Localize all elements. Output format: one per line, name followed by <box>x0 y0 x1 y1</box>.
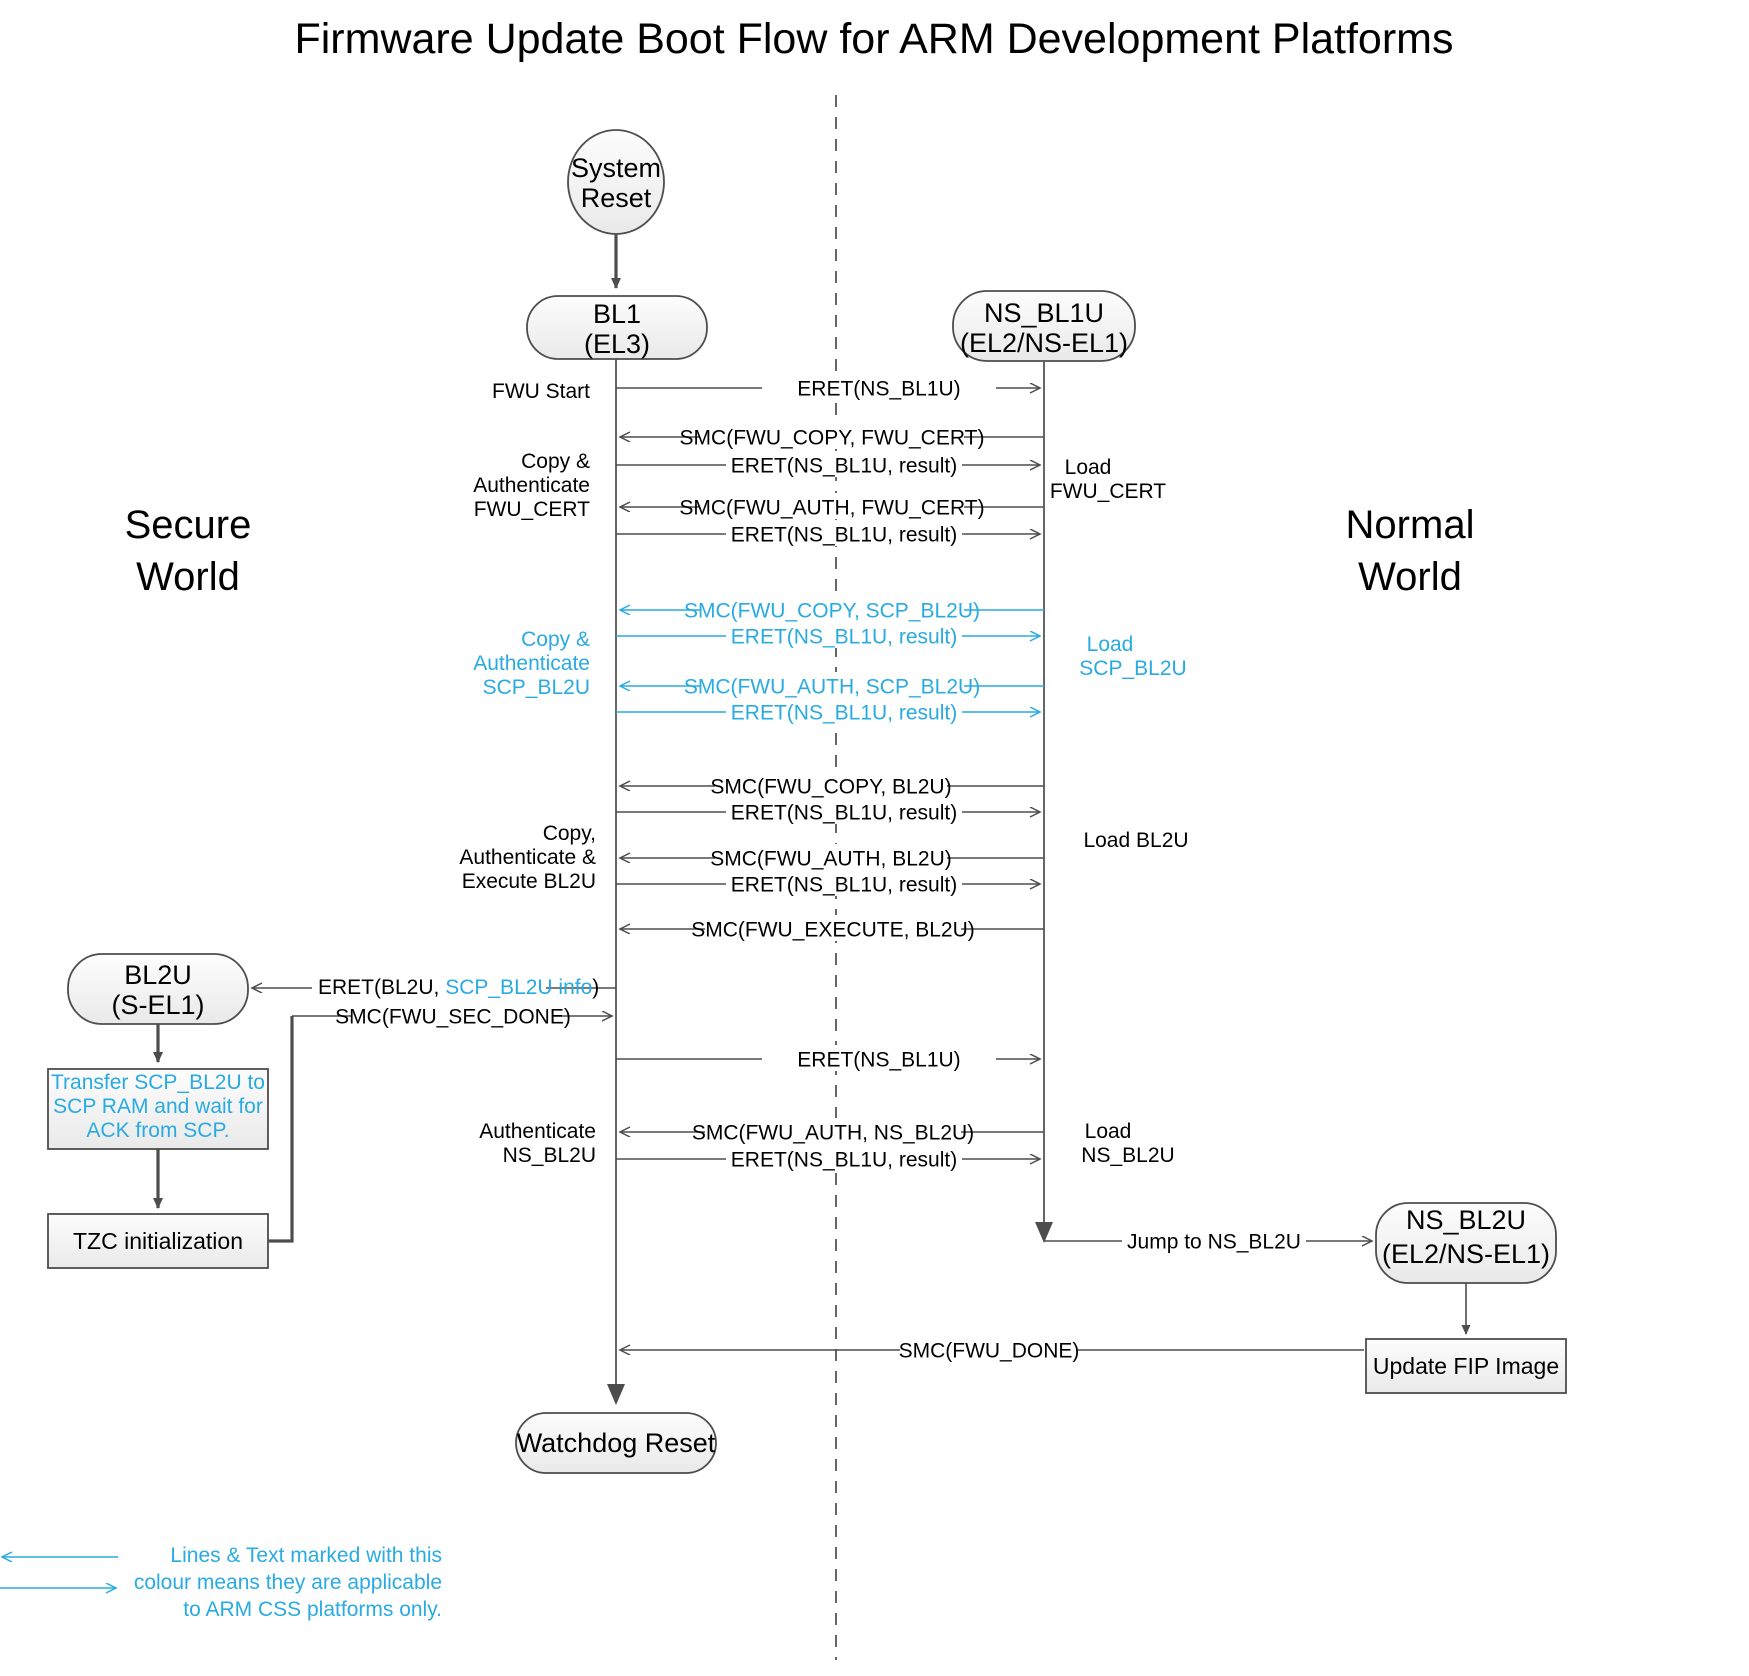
message-label-m6: SMC(FWU_COPY, SCP_BL2U) <box>684 600 980 623</box>
annotation-copy-auth-fwu-cert-line1: Copy & <box>521 450 590 473</box>
annotation-copy-auth-fwu-cert-line2: Authenticate <box>473 474 590 497</box>
edge-tzc-to-fwu-sec-done <box>268 1016 294 1243</box>
annotation-authenticate-ns-bl2u-line1: Authenticate <box>479 1120 596 1143</box>
message-label-m5: ERET(NS_BL1U, result) <box>731 524 957 547</box>
normal-world-label-line2: World <box>1358 555 1462 599</box>
legend-text-line1: Lines & Text marked with this <box>170 1544 442 1567</box>
annotation-authenticate-ns-bl2u-line2: NS_BL2U <box>503 1144 596 1167</box>
message-label-bg-m16 <box>352 1002 554 1028</box>
node-bl2u-line2: (S-EL1) <box>111 990 204 1020</box>
process-box-tzc-init-label: TZC initialization <box>73 1228 243 1254</box>
message-label-m2: SMC(FWU_COPY, FWU_CERT) <box>680 427 985 450</box>
lifeline-bl1-endcap <box>607 1384 625 1405</box>
process-box-transfer-scp-line2: SCP RAM and wait for <box>53 1095 263 1118</box>
message-label-bg-m5 <box>726 520 962 546</box>
message-label-m8: SMC(FWU_AUTH, SCP_BL2U) <box>684 676 980 699</box>
secure-world-label-line1: Secure <box>125 503 252 547</box>
message-label-m15: ERET(BL2U, SCP_BL2U info) <box>318 976 599 999</box>
annotation-copy-auth-exec-bl2u-line2: Authenticate & <box>459 846 596 869</box>
annotation-load-scp-bl2u-line1: Load <box>1087 633 1134 656</box>
message-label-bg-m7 <box>726 622 962 648</box>
message-label-bg-m1 <box>762 374 996 400</box>
page-title: Firmware Update Boot Flow for ARM Develo… <box>294 15 1453 63</box>
node-ns-bl1u-line2: (EL2/NS-EL1) <box>960 328 1128 358</box>
node-system-reset-line2: Reset <box>581 183 652 213</box>
message-label-bg-m15 <box>312 974 546 1000</box>
node-watchdog-reset[interactable] <box>515 1412 717 1474</box>
message-label-m21: SMC(FWU_DONE) <box>899 1340 1080 1363</box>
annotation-copy-auth-scp-bl2u-line1: Copy & <box>521 628 590 651</box>
message-label-bg-m9 <box>726 698 962 724</box>
message-label-bg-m20 <box>1122 1227 1306 1253</box>
secure-world-label-line2: World <box>136 555 240 599</box>
node-ns-bl2u-line1: NS_BL2U <box>1406 1205 1526 1235</box>
message-label-m16: SMC(FWU_SEC_DONE) <box>335 1006 571 1029</box>
message-label-m17: ERET(NS_BL1U) <box>797 1049 960 1072</box>
legend-text-line2: colour means they are applicable <box>134 1571 442 1594</box>
process-box-update-fip[interactable] <box>1365 1338 1567 1394</box>
message-label-bg-m12 <box>715 844 947 870</box>
annotation-load-ns-bl2u-line2: NS_BL2U <box>1081 1144 1174 1167</box>
message-label-m14: SMC(FWU_EXECUTE, BL2U) <box>691 919 975 942</box>
message-label-bg-m10 <box>715 772 947 798</box>
legend-text-line3: to ARM CSS platforms only. <box>183 1598 442 1621</box>
message-label-m12: SMC(FWU_AUTH, BL2U) <box>710 848 952 871</box>
process-box-transfer-scp-line3: ACK from SCP. <box>86 1119 229 1142</box>
node-ns-bl1u-line1: NS_BL1U <box>984 298 1104 328</box>
process-box-transfer-scp-line1: Transfer SCP_BL2U to <box>51 1071 265 1094</box>
message-label-bg-m4 <box>700 493 964 519</box>
message-label-m3: ERET(NS_BL1U, result) <box>731 455 957 478</box>
lifeline-ns-bl1u-endcap <box>1035 1222 1053 1243</box>
process-box-update-fip-label: Update FIP Image <box>1373 1353 1559 1379</box>
message-label-m9: ERET(NS_BL1U, result) <box>731 702 957 725</box>
node-bl1-line1: BL1 <box>593 299 641 329</box>
annotation-copy-auth-exec-bl2u-line3: Execute BL2U <box>462 870 596 893</box>
message-label-bg-m19 <box>726 1145 962 1171</box>
message-label-bg-m14 <box>705 915 961 941</box>
annotation-load-fwu-cert-line1: Load <box>1065 456 1112 479</box>
message-label-bg-m17 <box>762 1045 996 1071</box>
message-label-m7: ERET(NS_BL1U, result) <box>731 626 957 649</box>
node-bl1-line2: (EL3) <box>584 329 650 359</box>
message-label-m15-post: ) <box>592 976 599 999</box>
message-label-m11: ERET(NS_BL1U, result) <box>731 802 957 825</box>
annotation-load-scp-bl2u-line2: SCP_BL2U <box>1079 657 1186 680</box>
message-label-m19: ERET(NS_BL1U, result) <box>731 1149 957 1172</box>
message-label-m15-css: SCP_BL2U info <box>445 976 592 999</box>
annotation-copy-auth-fwu-cert-line3: FWU_CERT <box>474 498 590 521</box>
annotation-load-ns-bl2u-line1: Load <box>1085 1120 1132 1143</box>
annotation-copy-auth-scp-bl2u-line2: Authenticate <box>473 652 590 675</box>
message-label-m10: SMC(FWU_COPY, BL2U) <box>710 776 951 799</box>
node-system-reset-line1: System <box>571 153 661 183</box>
annotation-fwu-start: FWU Start <box>492 380 590 403</box>
node-ns-bl2u-line2: (EL2/NS-EL1) <box>1382 1239 1550 1269</box>
message-label-bg-m8 <box>700 672 964 698</box>
message-label-bg-m11 <box>726 798 962 824</box>
normal-world-label-line1: Normal <box>1346 503 1475 547</box>
message-label-bg-m3 <box>726 451 962 477</box>
node-watchdog-reset-label: Watchdog Reset <box>517 1428 716 1458</box>
message-label-m15-pre: ERET(BL2U, <box>318 976 445 999</box>
annotation-copy-auth-scp-bl2u-line3: SCP_BL2U <box>483 676 590 699</box>
node-bl2u-line1: BL2U <box>124 960 192 990</box>
message-label-m4: SMC(FWU_AUTH, FWU_CERT) <box>679 497 984 520</box>
annotation-copy-auth-exec-bl2u-line1: Copy, <box>543 822 596 845</box>
message-label-m13: ERET(NS_BL1U, result) <box>731 874 957 897</box>
node-bl1[interactable] <box>526 295 708 360</box>
message-label-bg-m13 <box>726 870 962 896</box>
message-label-bg-m2 <box>700 423 964 449</box>
message-label-bg-m6 <box>700 596 964 622</box>
annotation-load-fwu-cert-line2: FWU_CERT <box>1050 480 1166 503</box>
process-box-tzc-init[interactable] <box>47 1213 269 1269</box>
message-label-bg-m18 <box>705 1118 961 1144</box>
message-label-m1: ERET(NS_BL1U) <box>797 378 960 401</box>
message-label-m20: Jump to NS_BL2U <box>1127 1231 1301 1254</box>
process-box-transfer-scp[interactable] <box>47 1068 269 1150</box>
message-label-bg-m21 <box>900 1336 1078 1362</box>
annotation-load-bl2u: Load BL2U <box>1083 829 1188 852</box>
message-label-m18: SMC(FWU_AUTH, NS_BL2U) <box>692 1122 974 1145</box>
